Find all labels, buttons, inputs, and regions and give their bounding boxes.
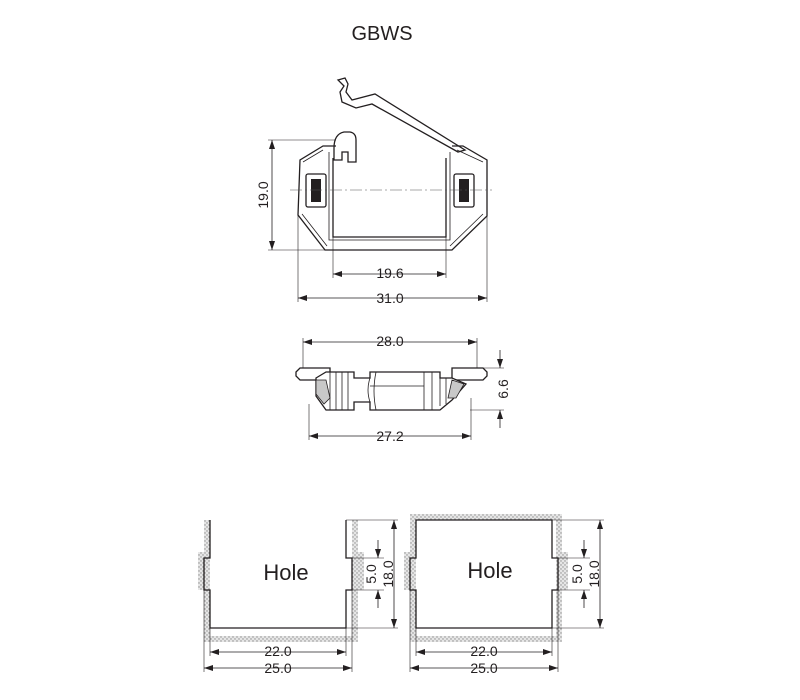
hole-right-dim-22-arrow-left (416, 649, 425, 655)
side-view-left-wedge (315, 379, 331, 405)
dim-66-arrow-bottom (497, 410, 503, 419)
side-view-dim-bottom-width: 27.2 (376, 428, 403, 444)
dim-31-arrow-right (478, 295, 487, 301)
drawing-title: GBWS (351, 23, 412, 45)
dim-66-arrow-top (497, 359, 503, 368)
top-view-lid-arm (336, 77, 467, 153)
top-view-inner-edge (328, 152, 451, 241)
hole-left-dim-5-arrow-bottom (375, 590, 381, 599)
hole-left-outline (203, 520, 353, 629)
hole-right-dim-22-arrow-right (543, 649, 552, 655)
top-view-latch-hook (333, 131, 357, 163)
hole-left-dim-notch: 5.0 (363, 564, 379, 584)
hole-right-dim-notch: 5.0 (569, 564, 585, 584)
hole-right: Hole 22.0 25.0 5.0 18.0 (404, 514, 604, 676)
side-view-dim-height: 6.6 (495, 379, 511, 399)
hole-left-dim-25-arrow-left (204, 665, 213, 671)
hole-left: Hole 22.0 25.0 5.0 18.0 (198, 519, 398, 676)
hole-right-dim-height: 18.0 (586, 560, 602, 587)
hole-left-dim-22-arrow-right (337, 649, 346, 655)
side-view-curve-left (367, 377, 371, 403)
hole-left-dim-5-arrow-top (375, 549, 381, 558)
top-view: 19.0 19.6 31.0 (255, 77, 492, 306)
hole-right-label: Hole (467, 558, 512, 583)
top-view-chamfer-left (301, 149, 328, 247)
hole-left-dim-22-arrow-left (210, 649, 219, 655)
top-view-body-outline (297, 145, 488, 251)
hole-right-dim-25-arrow-right (549, 665, 558, 671)
hole-left-dim-inner-width: 22.0 (264, 643, 291, 659)
dim-28-arrow-left (303, 339, 312, 345)
dim-196-arrow-right (437, 271, 446, 277)
hole-left-dim-outer-width: 25.0 (264, 660, 291, 676)
dim-272-arrow-left (309, 433, 318, 439)
hole-left-dim-25-arrow-right (343, 665, 352, 671)
top-view-left-clip-slot (311, 179, 321, 202)
hole-right-dim-outer-width: 25.0 (470, 660, 497, 676)
hole-left-dim-18-arrow-top (391, 520, 397, 529)
top-view-dim-outer-width: 31.0 (376, 290, 403, 306)
top-view-right-clip-slot (459, 179, 469, 202)
side-view-right-flange (451, 367, 488, 381)
top-view-dim-height: 19.0 (255, 181, 271, 208)
top-view-inner-channel (332, 158, 447, 238)
hole-right-dim-18-arrow-top (597, 520, 603, 529)
hole-right-dim-5-arrow-bottom (581, 590, 587, 599)
dim-28-arrow-right (468, 339, 477, 345)
dim-272-arrow-right (462, 433, 471, 439)
hole-right-dim-25-arrow-left (410, 665, 419, 671)
hole-left-dim-height: 18.0 (380, 560, 396, 587)
hole-left-label: Hole (263, 560, 308, 585)
side-view-dim-top-width: 28.0 (376, 333, 403, 349)
side-view-right-wedge (447, 379, 465, 399)
dim-19-arrow-bottom (269, 241, 275, 250)
side-view: 28.0 27.2 6.6 (295, 333, 511, 444)
hole-left-dim-18-arrow-bottom (391, 619, 397, 628)
dim-19-arrow-top (269, 140, 275, 149)
side-view-curve-right (373, 371, 377, 411)
top-view-dim-inner-width: 19.6 (376, 265, 403, 281)
hole-right-dim-18-arrow-bottom (597, 619, 603, 628)
side-view-body (315, 371, 468, 411)
hole-right-dim-5-arrow-top (581, 549, 587, 558)
top-view-chamfer-right (449, 149, 484, 247)
dim-196-arrow-left (333, 271, 342, 277)
dim-31-arrow-left (298, 295, 307, 301)
hole-right-dim-inner-width: 22.0 (470, 643, 497, 659)
